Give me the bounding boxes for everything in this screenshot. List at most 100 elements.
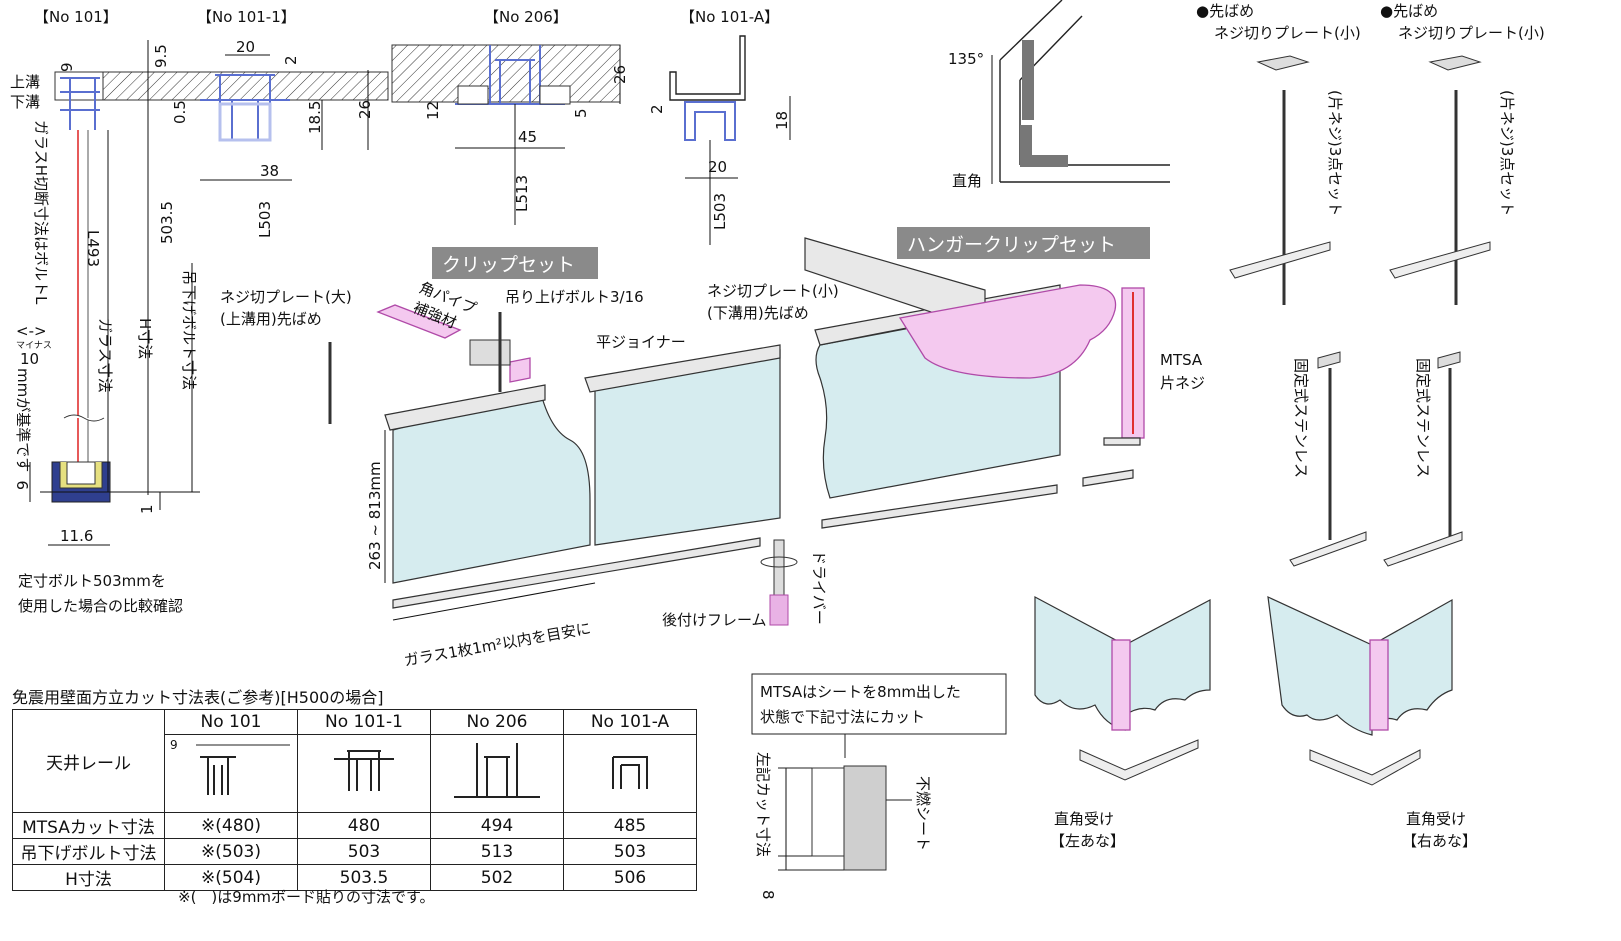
- screw-plate-small-line1: ネジ切プレート(小): [707, 282, 839, 300]
- mtsa-label: MTSA: [1160, 351, 1203, 369]
- bolt-set-b-drawing: [1389, 55, 1491, 305]
- table-row: 吊下げボルト寸法 ※(503) 503 513 503: [12, 838, 697, 865]
- glass-h-cut-note: ガラスH切断寸法はボルトL: [32, 120, 50, 305]
- profile-title-206: 【No 206】: [484, 8, 568, 26]
- bolt-set-a-drawing: [1229, 55, 1331, 305]
- dim-0-5: 0.5: [171, 100, 189, 124]
- dim-2-top: 2: [282, 55, 300, 65]
- dim-9-top: 9: [58, 62, 76, 72]
- three-point-set-a: (片ネジ)3点セット: [1326, 90, 1344, 216]
- row-label-mtsa: MTSAカット寸法: [12, 812, 165, 839]
- lower-groove-label: 下溝: [10, 93, 40, 111]
- left-cut-dim-label: 左記カット寸法: [754, 752, 772, 857]
- fixed-bolt-note-1: 定寸ボルト503mmを: [18, 572, 166, 590]
- fixed-stainless-a-drawing: [1289, 351, 1367, 567]
- ceiling-rail-header: 天井レール: [12, 709, 165, 813]
- dim-20-top: 20: [236, 38, 255, 56]
- cut-table-title: 免震用壁面方立カット寸法表(ご参考)[H500の場合]: [12, 688, 384, 707]
- fixed-stainless-a-label: 固定式ステンレス: [1292, 358, 1310, 478]
- dim-l493: L493: [84, 230, 102, 267]
- dim-20-b: 20: [708, 158, 727, 176]
- assembly-illustration: [328, 237, 1145, 626]
- upper-groove-label: 上溝: [10, 73, 40, 91]
- table-footnote: ※( )は9mmボード貼りの寸法です。: [178, 888, 435, 906]
- screw-plate-large-line2: (上溝用)先ばめ: [220, 310, 322, 328]
- minus-kana: マイナス: [16, 340, 52, 351]
- col-header-101-1: No 101-1: [297, 709, 431, 735]
- dim-9-5: 9.5: [152, 44, 170, 68]
- dim-18: 18: [773, 111, 791, 130]
- screw-plate-small-a: ネジ切りプレート(小): [1214, 24, 1361, 42]
- fixed-stainless-b-label: 固定式ステンレス: [1414, 358, 1432, 478]
- clip-set-text: クリップセット: [442, 254, 575, 276]
- corner-right-drawing: [1267, 596, 1453, 786]
- dim-26-a: 26: [356, 100, 374, 119]
- cell: 513: [430, 838, 564, 865]
- minus-symbol: <->: [16, 322, 47, 340]
- row-label-h: H寸法: [12, 864, 165, 891]
- dim-l503-b: L503: [711, 193, 729, 230]
- right-angle-label: 直角: [952, 172, 982, 190]
- dim-2-b: 2: [648, 104, 666, 114]
- corner-left-label-2: 【左あな】: [1050, 832, 1125, 850]
- rail-icon-101: 9: [164, 734, 298, 813]
- corner-left-label-1: 直角受け: [1054, 810, 1114, 828]
- dim-l503-a: L503: [256, 201, 274, 238]
- corner-right-label-2: 【右あな】: [1402, 832, 1477, 850]
- mtsa-note-line2: 状態で下記寸法にカット: [760, 708, 925, 726]
- mtsa-note-line1: MTSAはシートを8mm出した: [760, 683, 961, 701]
- cell: ※(503): [164, 838, 298, 865]
- col-header-206: No 206: [430, 709, 564, 735]
- h-dim-label: H寸法: [136, 318, 154, 359]
- cell: 502: [430, 864, 564, 891]
- profile-title-101a: 【No 101-A】: [680, 8, 779, 26]
- dim-45: 45: [518, 128, 537, 146]
- ten-label: 10: [20, 350, 39, 368]
- cell: 503: [297, 838, 431, 865]
- table-row: MTSAカット寸法 ※(480) 480 494 485: [12, 812, 697, 839]
- corner-angle-detail: [991, 0, 1170, 184]
- dim-38: 38: [260, 162, 279, 180]
- height-range-label: 263 ~ 813mm: [366, 461, 384, 570]
- profile-101-drawing: [29, 40, 389, 546]
- dim-9-bottom: 9: [14, 480, 32, 490]
- table-row: H寸法 ※(504) 503.5 502 506: [12, 864, 697, 891]
- nonflammable-sheet-label: 不燃シート: [914, 776, 932, 851]
- small-dim-9: 9: [170, 738, 178, 752]
- dim-8: 8: [759, 890, 777, 900]
- screw-plate-small-b: ネジ切りプレート(小): [1398, 24, 1545, 42]
- profile-206-drawing: [391, 44, 621, 225]
- fixed-stainless-b-drawing: [1383, 351, 1463, 567]
- rail-icon-101a: [563, 734, 697, 813]
- corner-right-label-1: 直角受け: [1406, 810, 1466, 828]
- retrofit-frame-label: 後付けフレーム: [662, 611, 767, 629]
- dim-l513: L513: [513, 175, 531, 212]
- cell: 494: [430, 812, 564, 839]
- mtsa-note-box: [751, 673, 1007, 735]
- row-label-hang-bolt: 吊下げボルト寸法: [12, 838, 165, 865]
- glass-dim-label: ガラス寸法: [96, 318, 114, 393]
- cell: ※(504): [164, 864, 298, 891]
- profile-title-101: 【No 101】: [34, 8, 118, 26]
- hang-bolt-dim-label: 吊下げボルト寸法: [180, 270, 198, 390]
- rail-icon-206: [430, 734, 564, 813]
- col-header-101: No 101: [164, 709, 298, 735]
- cell: 485: [563, 812, 697, 839]
- profile-title-101-1: 【No 101-1】: [197, 8, 296, 26]
- cell: 506: [563, 864, 697, 891]
- flat-joiner-label: 平ジョイナー: [596, 333, 686, 351]
- driver-label: ドライバー: [810, 550, 828, 625]
- screw-plate-small-line2: (下溝用)先ばめ: [707, 304, 809, 322]
- angle-135-label: 135°: [948, 50, 984, 68]
- dim-18-5: 18.5: [306, 101, 324, 134]
- preinsert-b: ●先ばめ: [1380, 2, 1438, 20]
- screw-plate-large-line1: ネジ切プレート(大): [220, 288, 352, 306]
- dim-11-6: 11.6: [60, 527, 93, 545]
- mm-basis-text: mmが基準です: [14, 368, 32, 472]
- clip-set-tag: [432, 247, 598, 279]
- rail-icon-101-1: [297, 734, 431, 813]
- one-side-thread-label: 片ネジ: [1160, 374, 1205, 392]
- mtsa-cut-drawing: [778, 734, 912, 871]
- three-point-set-b: (片ネジ)3点セット: [1498, 90, 1516, 216]
